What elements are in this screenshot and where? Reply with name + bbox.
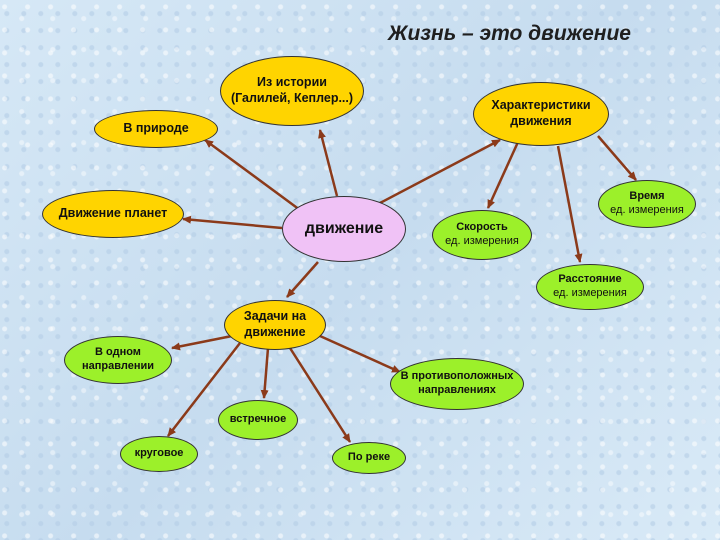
nature-label: В природе bbox=[123, 121, 189, 136]
arrow-to-nature bbox=[204, 138, 301, 212]
center-label: движение bbox=[304, 220, 384, 237]
arrow-to-time bbox=[597, 135, 637, 181]
distance-label: Расстояние bbox=[558, 273, 622, 286]
slide-title: Жизнь – это движение bbox=[388, 22, 631, 45]
time-label: Время bbox=[629, 190, 665, 203]
river-label: По реке bbox=[347, 451, 391, 464]
nature-node: В природе bbox=[94, 110, 218, 148]
planets-label: Движение планет bbox=[58, 206, 168, 221]
arrow-to-river bbox=[288, 347, 352, 443]
arrow-to-oncoming bbox=[260, 347, 270, 399]
arrow-to-characteristics bbox=[379, 138, 501, 205]
opposite-label: В противоположных направлениях bbox=[400, 370, 514, 396]
one-direction-node: В одном направлении bbox=[64, 336, 172, 384]
arrow-to-speed bbox=[486, 141, 520, 209]
river-node: По реке bbox=[332, 442, 406, 474]
characteristics-label: Характеристики движения bbox=[491, 98, 591, 128]
tasks-label: Задачи на движение bbox=[243, 309, 307, 339]
distance-unit: ед. измерения bbox=[553, 287, 627, 299]
circular-label: круговое bbox=[134, 447, 184, 460]
history-node: Из истории (Галилей, Кеплер...) bbox=[220, 56, 364, 126]
circular-node: круговое bbox=[120, 436, 198, 472]
arrow-to-history bbox=[318, 129, 339, 197]
oncoming-label: встречное bbox=[229, 413, 287, 426]
one-direction-label: В одном направлении bbox=[82, 346, 154, 372]
oncoming-node: встречное bbox=[218, 400, 298, 440]
arrow-to-planets bbox=[182, 215, 283, 230]
characteristics-node: Характеристики движения bbox=[473, 82, 609, 146]
arrow-to-opposite bbox=[319, 334, 401, 374]
arrow-to-circular bbox=[167, 342, 241, 437]
speed-node: Скорость ед. измерения bbox=[432, 210, 532, 260]
tasks-node: Задачи на движение bbox=[224, 300, 326, 350]
speed-unit: ед. измерения bbox=[445, 235, 519, 247]
arrow-to-one-direction bbox=[171, 334, 233, 351]
speed-label: Скорость bbox=[456, 221, 508, 234]
time-unit: ед. измерения bbox=[610, 204, 684, 216]
opposite-node: В противоположных направлениях bbox=[390, 358, 524, 410]
arrow-to-distance bbox=[556, 145, 583, 263]
planets-node: Движение планет bbox=[42, 190, 184, 238]
arrow-to-tasks bbox=[286, 261, 319, 298]
distance-node: Расстояние ед. измерения bbox=[536, 264, 644, 310]
time-node: Время ед. измерения bbox=[598, 180, 696, 228]
center-node: движение bbox=[282, 196, 406, 262]
history-label: Из истории (Галилей, Кеплер...) bbox=[230, 75, 354, 105]
